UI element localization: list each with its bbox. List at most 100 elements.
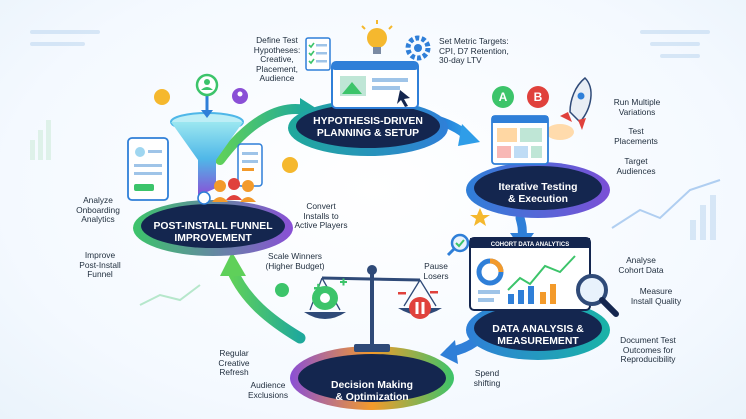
money-bag-icon [312, 286, 338, 310]
note-line: CPI, D7 Retention, [439, 45, 509, 56]
note-line: Analyse [626, 255, 656, 265]
note-line: Exclusions [247, 389, 289, 400]
avatar-icon [195, 73, 219, 97]
note-line: Analytics [81, 214, 115, 225]
note-line: Onboarding [76, 204, 120, 215]
note-line: Audience [259, 73, 295, 84]
stage-funnel-hub [133, 200, 293, 256]
note-line: Spend [474, 368, 500, 378]
funnel-icon [170, 92, 244, 196]
note-line: Refresh [219, 367, 249, 378]
note-line: shifting [473, 377, 501, 388]
variant-b-badge [527, 86, 549, 108]
variant-a-badge [492, 86, 514, 108]
planning-browser-window [331, 61, 419, 109]
funnel-title-line1: POST-INSTALL FUNNEL [153, 221, 273, 232]
note-line: Placements [614, 135, 658, 146]
rocket-icon [546, 76, 592, 140]
purple-avatar-icon [232, 88, 248, 104]
arrow-head-5 [220, 252, 246, 276]
testing-window [491, 115, 549, 165]
note-line: Define Test [256, 35, 298, 45]
variant-a-label: A [499, 90, 508, 104]
note-line: Active Players [294, 220, 348, 231]
note-line: Scale Winners [268, 251, 322, 261]
note-line: (Higher Budget) [265, 260, 325, 271]
note-line: Cohort Data [618, 264, 664, 275]
star-icon [470, 208, 490, 226]
note-line: Test [628, 126, 644, 136]
note-hypotheses: Define Test Hypotheses: Creative, Placem… [246, 35, 308, 84]
decision-title-line2: & Optimization [335, 392, 408, 403]
dollar-coin-icon [154, 89, 298, 297]
note-refresh: Regular Creative Refresh [208, 348, 260, 378]
note-line: Convert [306, 201, 336, 211]
decision-title-line1: Decision Making [331, 380, 413, 391]
note-audiences: Target Audiences [606, 156, 666, 176]
note-line: Audiences [616, 165, 656, 176]
note-line: 30-day LTV [439, 55, 482, 66]
funnel-title-line2: IMPROVEMENT [174, 233, 252, 244]
testing-title-line2: & Execution [508, 194, 568, 205]
note-line: Variations [618, 106, 656, 117]
planning-title-line1: HYPOTHESIS-DRIVEN [313, 116, 423, 127]
arrow-funnel-to-planning [215, 104, 310, 165]
note-document: Document Test Outcomes for Reproducibili… [606, 335, 690, 365]
pause-button-icon [409, 297, 431, 319]
stage-testing-hub [466, 162, 610, 218]
note-line: Installs to [303, 210, 339, 221]
note-cohort: Analyse Cohort Data [606, 255, 676, 275]
dashboard-title: COHORT DATA ANALYTICS [491, 242, 569, 248]
planning-title-line2: PLANNING & SETUP [317, 128, 419, 139]
magnifier-icon [576, 274, 619, 317]
background-decor [30, 30, 721, 306]
note-line: Audience [250, 380, 286, 390]
note-line: Placement, [256, 63, 298, 74]
testing-title-line1: Iterative Testing [499, 182, 578, 193]
analysis-title-line1: DATA ANALYSIS & [492, 324, 584, 335]
note-line: Losers [423, 270, 449, 281]
note-line: Document Test [620, 335, 676, 345]
note-quality: Measure Install Quality [618, 286, 694, 306]
player-avatars [197, 178, 256, 205]
note-line: Post-Install [79, 259, 121, 270]
note-line: Funnel [87, 269, 113, 280]
note-line: Improve [84, 250, 116, 260]
ab-test-badges [492, 86, 549, 108]
note-line: Outcomes for [622, 344, 674, 355]
note-onboarding: Analyze Onboarding Analytics [66, 195, 130, 225]
note-placements: Test Placements [606, 126, 666, 146]
arrow-head-2 [458, 124, 480, 146]
arrow-head-4 [440, 340, 458, 364]
variant-b-label: B [534, 90, 543, 104]
note-line: Reproducibility [620, 354, 676, 365]
note-convert: Convert Installs to Active Players [286, 201, 356, 231]
note-line: Install Quality [630, 295, 682, 306]
arrow-decision-to-funnel [226, 264, 306, 344]
note-line: Measure [639, 286, 673, 296]
gear-icon [405, 35, 431, 61]
analysis-title-line2: MEASUREMENT [497, 336, 579, 347]
note-targets: Set Metric Targets: CPI, D7 Retention, 3… [439, 36, 539, 66]
cohort-dashboard [469, 237, 591, 311]
note-line: Analyze [83, 195, 113, 205]
magnifier-check-icon [446, 233, 470, 257]
stage-decision-hub [290, 346, 454, 410]
note-line: Target [624, 156, 648, 166]
note-funnel: Improve Post-Install Funnel [70, 250, 130, 280]
checklist-icon [305, 37, 331, 71]
note-pause: Pause Losers [414, 261, 458, 281]
note-line: Run Multiple [613, 97, 661, 107]
note-line: Set Metric Targets: [439, 36, 509, 46]
phone-screens [127, 137, 263, 201]
note-line: Pause [424, 261, 448, 271]
stage-planning-hub [288, 100, 448, 156]
note-spend: Spend shifting [462, 368, 512, 388]
note-line: Regular [219, 348, 249, 358]
note-scale: Scale Winners (Higher Budget) [258, 251, 332, 271]
note-line: Creative [218, 357, 250, 368]
lightbulb-icon [361, 20, 393, 54]
plus-minus-signs [314, 278, 438, 295]
